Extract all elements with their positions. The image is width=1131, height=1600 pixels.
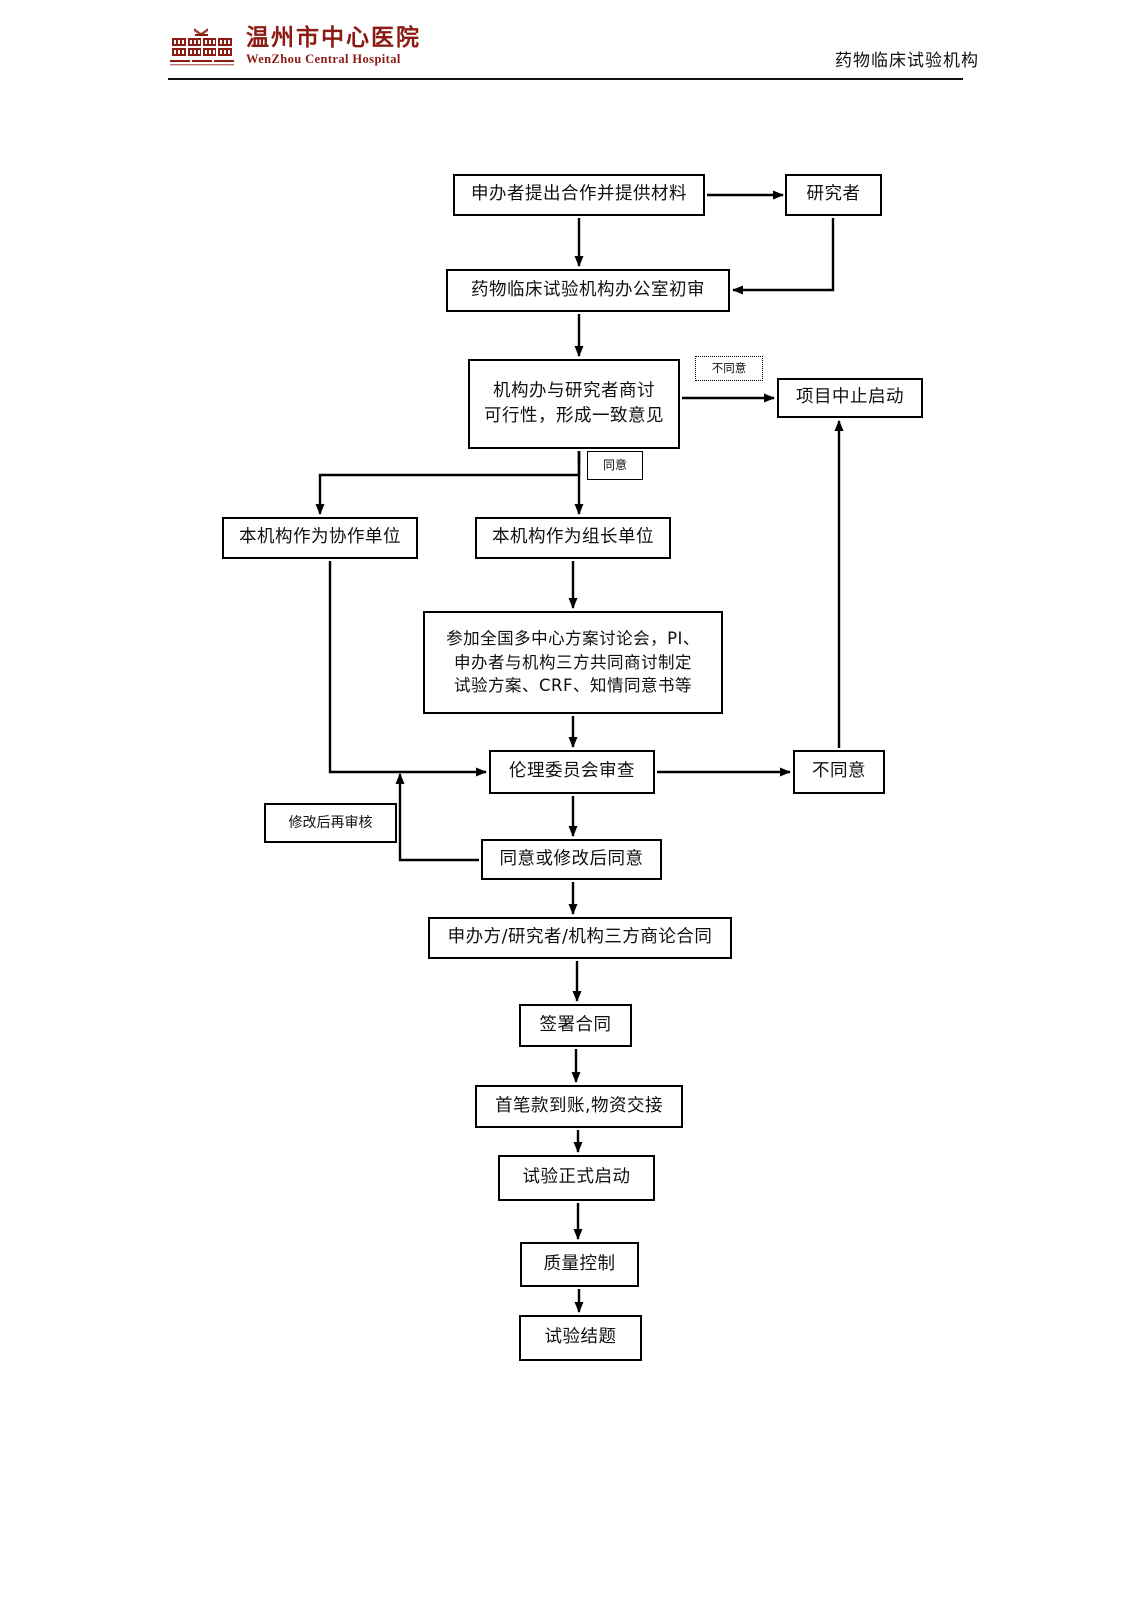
node-approved-or-approved-after-revision[interactable]: 同意或修改后同意 — [481, 839, 662, 880]
header-department-label: 药物临床试验机构 — [835, 51, 979, 71]
node-project-terminated[interactable]: 项目中止启动 — [777, 378, 923, 418]
node-ethics-review[interactable]: 伦理委员会审查 — [489, 750, 655, 794]
node-feasibility-discussion[interactable]: 机构办与研究者商讨 可行性，形成一致意见 — [468, 359, 680, 449]
label-agree: 同意 — [587, 451, 643, 480]
node-first-payment-and-supplies[interactable]: 首笔款到账,物资交接 — [475, 1085, 683, 1128]
node-trial-official-start[interactable]: 试验正式启动 — [498, 1155, 655, 1201]
hospital-name-block: 温州市中心医院 WenZhou Central Hospital — [246, 26, 421, 67]
node-investigator[interactable]: 研究者 — [785, 174, 882, 216]
node-collaborating-site[interactable]: 本机构作为协作单位 — [222, 517, 418, 559]
hospital-seal-icon — [168, 27, 236, 67]
node-protocol-meeting[interactable]: 参加全国多中心方案讨论会，PI、 申办者与机构三方共同商讨制定 试验方案、CRF… — [423, 611, 723, 714]
flowchart-nodes: 申办者提出合作并提供材料 研究者 药物临床试验机构办公室初审 机构办与研究者商讨… — [0, 90, 1131, 1410]
node-office-preliminary-review[interactable]: 药物临床试验机构办公室初审 — [446, 269, 730, 312]
page-header: 温州市中心医院 WenZhou Central Hospital 药物临床试验机… — [0, 0, 1131, 90]
hospital-name-en: WenZhou Central Hospital — [246, 52, 401, 67]
flowchart: 申办者提出合作并提供材料 研究者 药物临床试验机构办公室初审 机构办与研究者商讨… — [0, 90, 1131, 1410]
node-leading-site[interactable]: 本机构作为组长单位 — [475, 517, 671, 559]
node-contract-negotiation[interactable]: 申办方/研究者/机构三方商论合同 — [428, 917, 732, 959]
flowchart-connectors — [315, 190, 844, 1313]
node-revise-and-resubmit[interactable]: 修改后再审核 — [264, 803, 397, 843]
node-trial-completion[interactable]: 试验结题 — [519, 1315, 642, 1361]
hospital-logo: 温州市中心医院 WenZhou Central Hospital — [168, 26, 421, 67]
node-quality-control[interactable]: 质量控制 — [520, 1242, 639, 1287]
node-sign-contract[interactable]: 签署合同 — [519, 1004, 632, 1047]
node-sponsor-proposal[interactable]: 申办者提出合作并提供材料 — [453, 174, 705, 216]
header-divider — [168, 78, 963, 80]
label-disagree-dotted: 不同意 — [695, 356, 763, 381]
node-ethics-disagree[interactable]: 不同意 — [793, 750, 885, 794]
hospital-name-cn: 温州市中心医院 — [246, 25, 421, 51]
